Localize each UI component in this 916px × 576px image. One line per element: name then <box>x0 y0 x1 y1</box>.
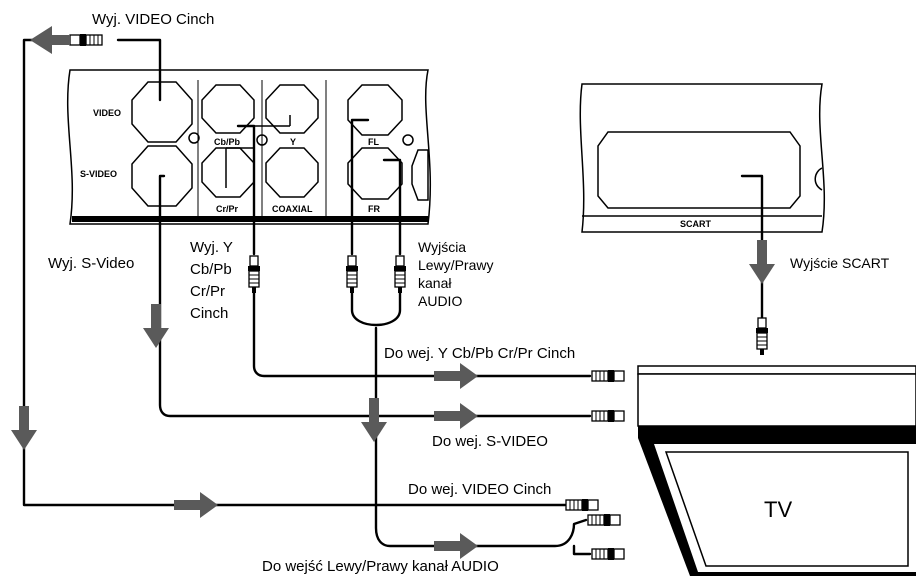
audio-out-line: Wyjścia <box>418 239 466 255</box>
component-out-line: Cb/Pb <box>190 261 232 278</box>
arrow-right-icon <box>174 492 218 518</box>
scart-socket <box>597 131 801 209</box>
arrow-down-icon <box>143 304 169 348</box>
rca-plug-icon <box>587 513 621 527</box>
component-out-label: Wyj. Y Cb/Pb Cr/Pr Cinch <box>190 239 233 322</box>
port-label-y: Y <box>290 137 296 147</box>
y-jack <box>265 84 319 134</box>
tv-label: TV <box>764 497 792 522</box>
scart-panel: SCART <box>579 83 826 233</box>
s-video-jack <box>131 145 193 207</box>
player-panel: VIDEO S-VIDEO Cb/Pb Y Cr/Pr COAXIAL FL F… <box>66 69 432 225</box>
arrow-left-icon <box>30 26 70 54</box>
rca-plug-icon <box>247 255 261 294</box>
audio-out-line: Lewy/Prawy <box>418 257 493 273</box>
arrow-down-icon <box>749 240 775 284</box>
arrow-right-icon <box>434 363 478 389</box>
arrow-right-icon <box>434 533 478 559</box>
svideo-in-label: Do wej. S-VIDEO <box>432 433 548 450</box>
audio-out-line: AUDIO <box>418 293 462 309</box>
cr-pr-jack <box>201 147 255 198</box>
audio-cable <box>350 118 592 556</box>
port-label-cr-pr: Cr/Pr <box>216 204 239 214</box>
component-in-label: Do wej. Y Cb/Pb Cr/Pr Cinch <box>384 345 575 362</box>
fl-jack <box>347 84 403 136</box>
video-out-label: Wyj. VIDEO Cinch <box>92 11 214 28</box>
arrow-right-icon <box>434 403 478 429</box>
port-label-coaxial: COAXIAL <box>272 204 313 214</box>
port-label-s-video: S-VIDEO <box>80 169 117 179</box>
video-in-label: Do wej. VIDEO Cinch <box>408 481 551 498</box>
audio-out-label: Wyjścia Lewy/Prawy kanał AUDIO <box>418 239 493 309</box>
rca-plug-icon <box>393 255 407 294</box>
port-label-fr: FR <box>368 204 380 214</box>
rca-plug-icon <box>69 33 103 47</box>
s-video-cable <box>158 174 592 418</box>
component-out-line: Cr/Pr <box>190 283 225 300</box>
audio-in-label: Do wejść Lewy/Prawy kanał AUDIO <box>262 558 499 575</box>
cb-pb-jack <box>201 84 255 134</box>
arrow-down-icon <box>361 398 387 442</box>
svideo-out-label: Wyj. S-Video <box>48 255 134 272</box>
scart-panel-label: SCART <box>680 219 712 229</box>
arrow-down-icon <box>11 406 37 450</box>
tv: TV <box>637 365 916 576</box>
rca-plug-icon <box>591 369 625 383</box>
coaxial-jack <box>265 147 319 198</box>
rca-plug-icon <box>591 409 625 423</box>
component-out-line: Wyj. Y <box>190 239 233 256</box>
scart-plug-icon <box>755 317 769 356</box>
video-jack <box>131 81 193 143</box>
rca-plug-icon <box>591 547 625 561</box>
port-label-fl: FL <box>368 137 379 147</box>
rca-plug-icon <box>345 255 359 294</box>
port-label-cb-pb: Cb/Pb <box>214 137 241 147</box>
scart-out-label: Wyjście SCART <box>790 255 890 271</box>
rca-plug-icon <box>565 498 599 512</box>
component-out-line: Cinch <box>190 305 228 322</box>
audio-out-line: kanał <box>418 275 452 291</box>
fr-jack <box>347 147 403 200</box>
port-label-video: VIDEO <box>93 108 121 118</box>
